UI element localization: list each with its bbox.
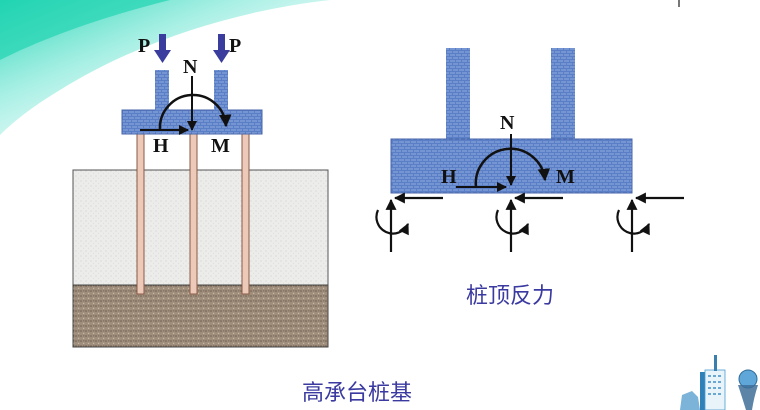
reaction-moment-arrow bbox=[375, 209, 409, 236]
load-p-left-arrow bbox=[154, 34, 171, 63]
label-h-left: H bbox=[153, 135, 169, 157]
column-right-r bbox=[551, 48, 575, 140]
pile-middle bbox=[189, 131, 198, 295]
soil-lower-layer bbox=[72, 284, 329, 348]
caption-high-cap-pile-foundation: 高承台桩基 bbox=[302, 381, 413, 406]
label-n-left: N bbox=[183, 56, 198, 78]
label-n-right: N bbox=[500, 112, 515, 134]
right-diagram: N H M bbox=[375, 48, 684, 252]
left-diagram: P P N H M bbox=[72, 34, 329, 348]
reaction-moment-arrow bbox=[616, 209, 650, 236]
label-p-left: P bbox=[138, 35, 150, 57]
column-left-r bbox=[446, 48, 470, 140]
corner-tick bbox=[678, 0, 680, 7]
moment-m-arrow-r bbox=[474, 147, 551, 188]
label-p-right: P bbox=[229, 35, 241, 57]
load-p-right-arrow bbox=[213, 34, 230, 63]
pile-reaction-symbol bbox=[495, 192, 563, 252]
pile-reaction-symbol bbox=[616, 192, 684, 252]
pile-right bbox=[241, 131, 250, 295]
column-right bbox=[214, 70, 228, 111]
pile-reaction-symbol bbox=[375, 192, 443, 252]
reaction-moment-arrow bbox=[495, 209, 529, 236]
soil-upper-layer bbox=[72, 169, 329, 286]
caption-pile-top-reaction: 桩顶反力 bbox=[466, 284, 555, 309]
pile-left bbox=[136, 131, 145, 295]
building-globe-decoration bbox=[680, 355, 758, 410]
label-h-right: H bbox=[441, 166, 457, 188]
label-m-left: M bbox=[211, 135, 230, 157]
column-left bbox=[155, 70, 169, 111]
moment-m-arrow bbox=[158, 93, 232, 131]
label-m-right: M bbox=[556, 166, 575, 188]
